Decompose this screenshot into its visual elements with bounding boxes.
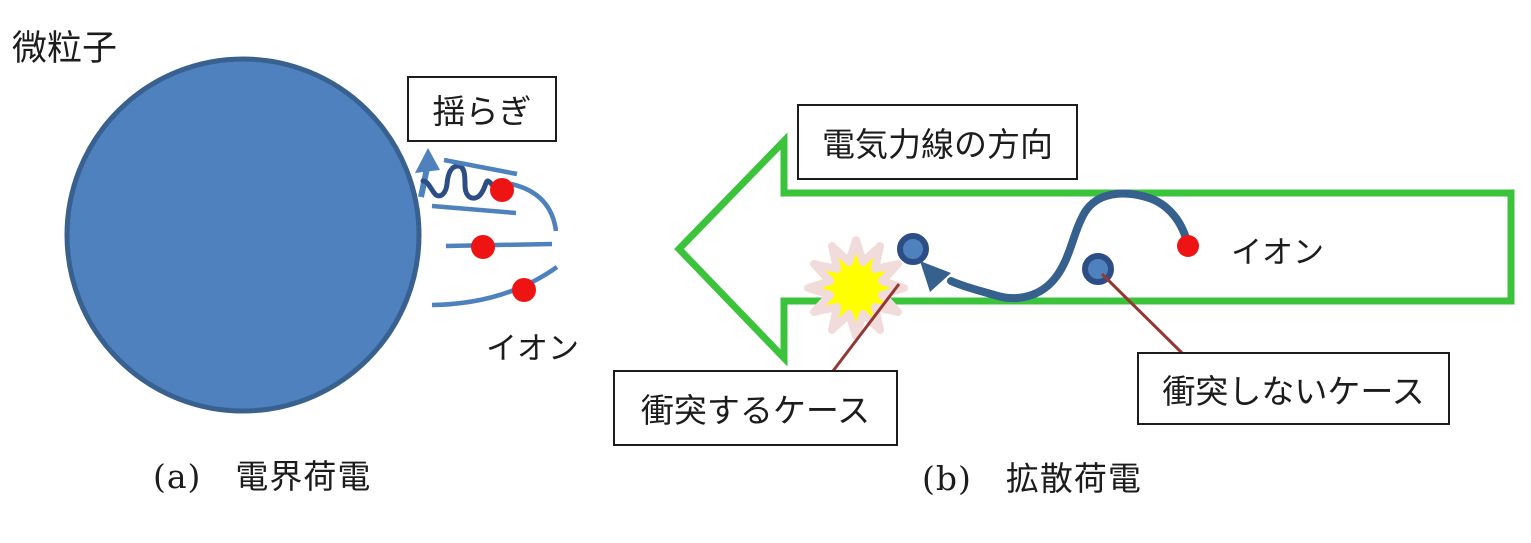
field-line-upper-segment (443, 157, 518, 177)
colliding-ion-ball (897, 233, 929, 265)
no-collision-case-label: 衝突しないケース (1162, 371, 1425, 411)
collision-burst-icon (804, 236, 908, 340)
collision-leader-line (831, 283, 901, 372)
collision-case-label-box: 衝突するケース (613, 370, 898, 446)
no-collision-case-label-box: 衝突しないケース (1137, 352, 1450, 425)
fluctuation-label-box: 揺らぎ (407, 76, 557, 142)
fluctuation-arrowhead-icon (415, 148, 440, 173)
particle-circle (64, 56, 422, 414)
ion-trajectory-path (947, 189, 1192, 303)
ion-label-right: イオン (1231, 235, 1324, 271)
trajectory-arrowhead-icon (920, 261, 951, 292)
field-line-lower-arc (431, 265, 559, 308)
no-collision-leader-line (1100, 272, 1184, 355)
field-direction-label-box: 電気力線の方向 (797, 104, 1078, 180)
ion-dot-right (1177, 235, 1199, 257)
ion-dot-1 (490, 178, 514, 202)
ion-dot-2 (471, 235, 495, 259)
fluctuation-squiggle-icon (420, 163, 500, 201)
caption-panel-a: (a) 電界荷電 (153, 457, 372, 496)
field-direction-label: 電気力線の方向 (822, 125, 1053, 164)
field-line-upper-arc (510, 181, 559, 232)
fluctuation-arrow-icon (415, 148, 440, 198)
field-line-lower-segment (431, 203, 517, 216)
ion-dot-3 (512, 278, 536, 302)
particle-label: 微粒子 (12, 29, 118, 69)
fluctuation-label: 揺らぎ (432, 92, 532, 131)
caption-panel-b: (b) 拡散荷電 (922, 459, 1142, 498)
panel-a-graphics (64, 56, 559, 414)
field-direction-arrow (674, 132, 1515, 367)
field-line-middle-segment (445, 241, 553, 249)
ion-label-left: イオン (486, 331, 579, 367)
panel-b-graphics (674, 132, 1515, 372)
collision-case-label: 衝突するケース (640, 391, 871, 430)
